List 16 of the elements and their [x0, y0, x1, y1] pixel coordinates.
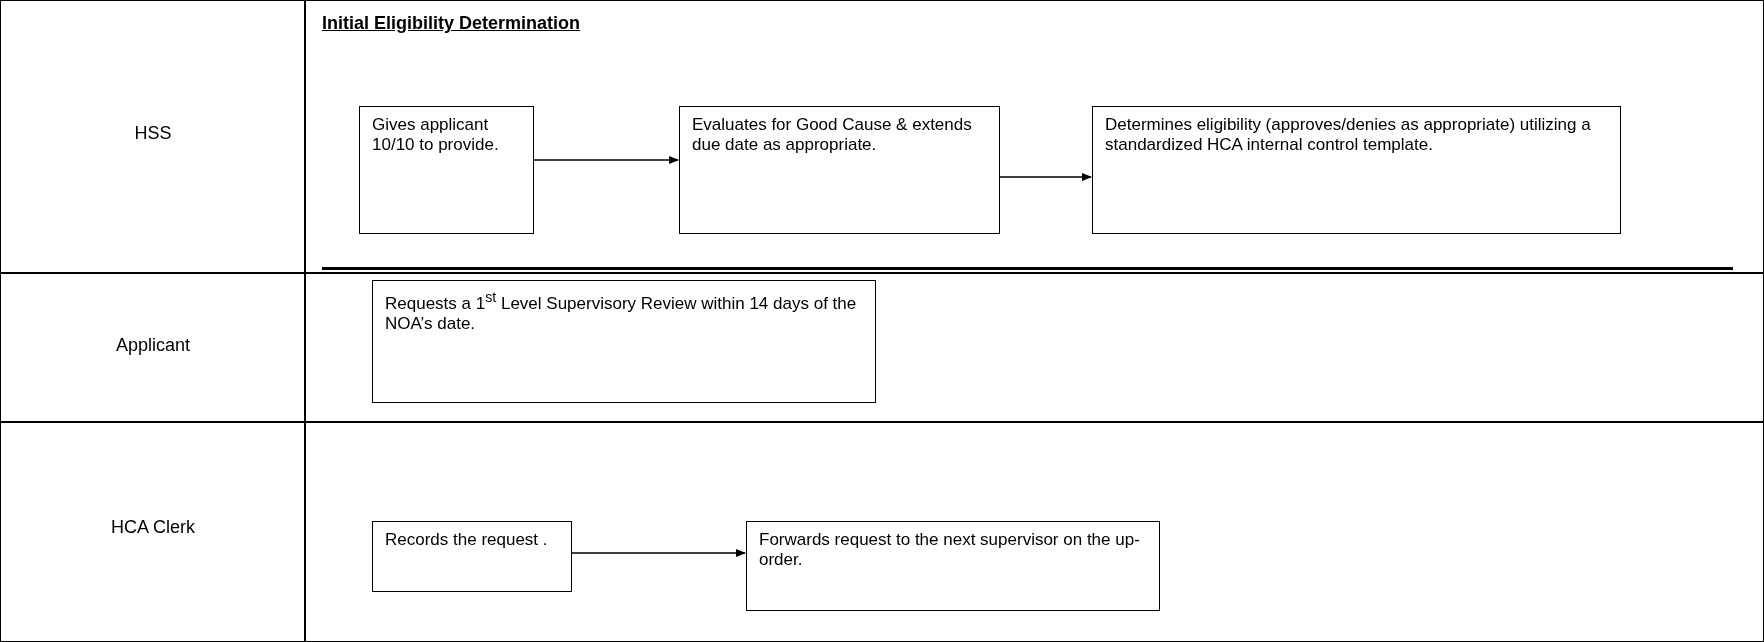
process-box: Records the request . — [372, 521, 572, 592]
arrow — [532, 156, 679, 164]
section-heading: Initial Eligibility Determination — [322, 13, 581, 34]
process-box: Evaluates for Good Cause & extends due date as appropriate. — [679, 106, 1000, 234]
process-box: Requests a 1$^{st}$ Level Supervisory Review within 14 days of the NOA’s date. — [372, 280, 876, 403]
lane-label: Applicant — [114, 335, 192, 356]
swimlane-row — [0, 421, 1764, 642]
swimlane-row — [0, 272, 1764, 423]
arrow — [570, 549, 746, 557]
arrow — [998, 173, 1092, 181]
process-box: Gives applicant 10/10 to provide. — [359, 106, 534, 234]
lane-label: HCA Clerk — [110, 517, 196, 538]
swimlane-row — [0, 0, 1764, 274]
process-box: Determines eligibility (approves/denies as appropriate) utilizing a standardized HCA internal control template. — [1092, 106, 1621, 234]
process-box: Forwards request to the next supervisor on the up-order. — [746, 521, 1160, 611]
lane-label: HSS — [133, 123, 173, 144]
